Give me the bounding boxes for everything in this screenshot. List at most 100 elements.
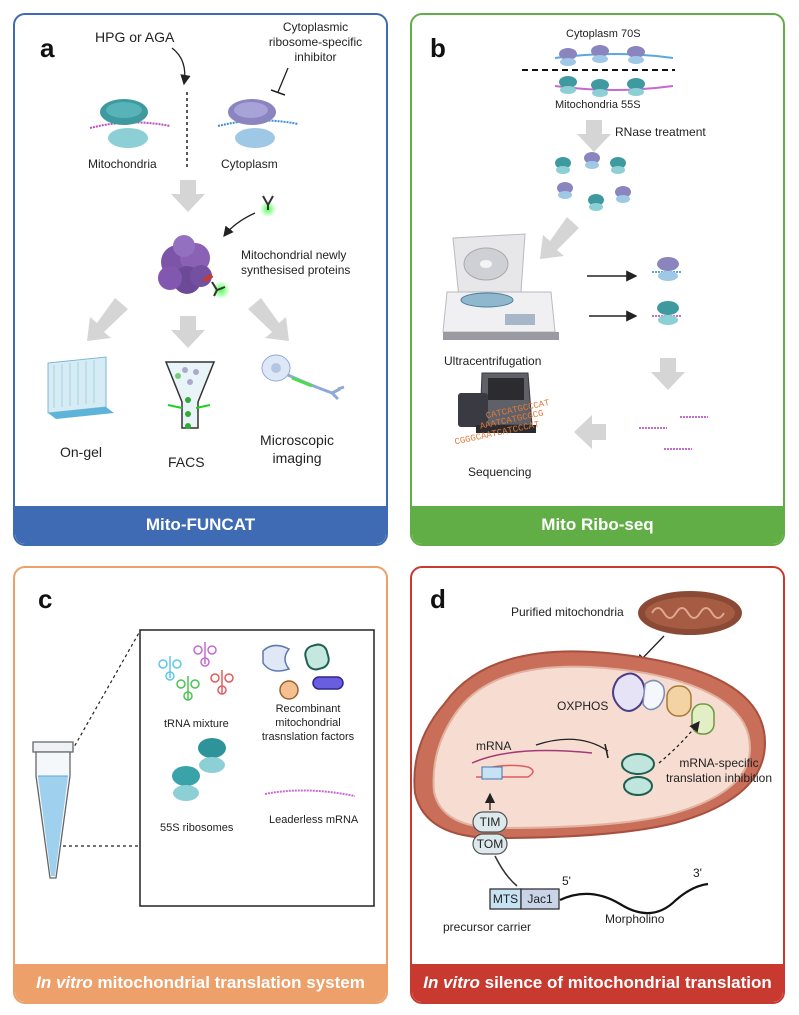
oxphos-icon	[612, 672, 715, 735]
footprints-icon	[639, 416, 708, 450]
to-centrifuge-arrow	[540, 217, 579, 259]
carrier-label: precursor carrier	[443, 920, 532, 934]
ribosomes-label: 55S ribosomes	[160, 822, 234, 834]
jac1-box	[520, 888, 560, 910]
factors-line-2: mitochondrial	[275, 716, 341, 729]
factors-line-1: Recombinant	[275, 703, 341, 715]
morpholino-label: Morpholino	[605, 912, 665, 926]
imaging-label: Microscopic imaging	[252, 432, 342, 467]
inhibitor-line-1: Cytoplasmic	[282, 20, 349, 34]
proteins-label: Mitochondrial newly synthesised proteins	[241, 248, 350, 278]
gel-icon	[47, 356, 114, 419]
jac1-label: Jac1	[527, 892, 553, 906]
leaderless-mrna-icon	[264, 789, 356, 797]
down-arrow-1	[171, 180, 205, 212]
panel-d-banner-rest: silence of mitochondrial translation	[479, 973, 772, 992]
purified-mitochondrion-icon	[638, 591, 742, 635]
panel-b-label: b	[430, 33, 446, 63]
antibody-icon	[260, 195, 276, 217]
imaging-line-2: imaging	[272, 449, 322, 466]
three-prime-label: 3'	[693, 866, 702, 880]
zoom-line-top	[56, 630, 141, 778]
inhibition-label: mRNA-specific translation inhibition	[660, 756, 778, 786]
mitochondria-label: Mitochondria	[88, 157, 157, 171]
imaging-line-1: Microscopic	[260, 432, 334, 448]
centrifuge-icon	[442, 233, 559, 340]
footprint-arrow	[651, 358, 685, 390]
inhibitor-line-3: inhibitor	[294, 50, 337, 64]
panel-c-label: c	[38, 584, 53, 614]
test-tube-icon	[32, 741, 74, 879]
trna-label: tRNA mixture	[164, 718, 229, 730]
panel-d-graphics	[413, 591, 767, 915]
isolated-55s-icon	[652, 301, 682, 325]
proteins-line-2: synthesised proteins	[241, 263, 351, 277]
purified-label: Purified mitochondria	[511, 605, 624, 619]
facs-icon	[164, 361, 216, 429]
morpholino-strand	[559, 882, 709, 915]
inhibition-line	[535, 738, 609, 752]
tom-complex	[472, 833, 508, 855]
mito-ribosome-icon	[89, 99, 171, 148]
blocked-ribosome-icon	[621, 753, 655, 796]
inhibitor-line-2: ribosome-specific	[268, 35, 363, 49]
sequencer-icon	[458, 372, 536, 433]
reagent-label: HPG or AGA	[95, 29, 175, 45]
trna-icon	[158, 642, 234, 701]
inset-box	[139, 629, 375, 907]
translation-factors-icon	[262, 643, 344, 700]
mrna-label-d: mRNA	[476, 739, 512, 753]
panel-b-graphics	[442, 45, 708, 450]
mito-55s-label: Mitochondria 55S	[555, 99, 641, 111]
panel-c-banner-rest: mitochondrial translation system	[92, 973, 365, 992]
panel-c-banner-italic: In vitro	[36, 973, 93, 992]
panel-b-banner: Mito Ribo-seq	[412, 506, 783, 544]
panel-d-label: d	[430, 584, 446, 614]
ribosomes-55s-icon-c	[172, 738, 226, 801]
protein-icon	[158, 235, 230, 299]
isolated-70s-icon	[652, 257, 682, 281]
panel-d-banner: In vitro silence of mitochondrial transl…	[412, 964, 783, 1002]
facs-label: FACS	[168, 454, 205, 470]
rnase-label: RNase treatment	[615, 125, 706, 139]
carrier-link	[494, 855, 518, 887]
cyto-ribosome-icon	[217, 99, 299, 148]
panel-b: Mito Ribo-seq	[410, 13, 785, 546]
reagent-arrow	[171, 47, 191, 86]
cytoplasm-label: Cytoplasm	[221, 157, 278, 171]
arrow-center	[171, 316, 205, 348]
sequencing-label: Sequencing	[468, 465, 532, 479]
cytoplasm-70s-label: Cytoplasm 70S	[566, 28, 641, 40]
panel-c-graphics	[32, 629, 375, 907]
panel-d-banner-italic: In vitro	[423, 973, 480, 992]
panel-c-banner: In vitro mitochondrial translation syste…	[15, 964, 386, 1002]
ribosomes-70s-icon	[559, 45, 645, 66]
panel-a-graphics	[47, 47, 345, 429]
to-sequencer-arrow	[574, 415, 606, 449]
oxphos-label: OXPHOS	[557, 699, 609, 713]
factors-label: Recombinant mitochondrial trasnslation f…	[253, 703, 363, 744]
factors-line-3: trasnslation factors	[261, 730, 355, 743]
mrna-icon	[471, 749, 593, 780]
panel-a-banner: Mito-FUNCAT	[15, 506, 386, 544]
arrow-left	[87, 298, 128, 341]
rnase-arrow	[577, 120, 611, 152]
panel-a-label: a	[40, 33, 55, 63]
inhibition-line-1: mRNA-specific	[679, 756, 759, 770]
tim-label: TIM	[479, 815, 501, 829]
inhibitor-label: Cytoplasmic ribosome-specific inhibitor	[258, 20, 373, 65]
proteins-line-1: Mitochondrial newly	[241, 248, 347, 262]
arrow-right	[248, 298, 289, 341]
antibody-arrow	[223, 212, 256, 238]
on-gel-label: On-gel	[60, 444, 103, 460]
five-prime-label: 5'	[562, 874, 571, 888]
digested-ribosomes-icon	[555, 152, 631, 211]
tom-label: TOM	[476, 837, 504, 851]
mts-label: MTS	[492, 892, 519, 906]
inhibitor-line	[277, 67, 289, 93]
inhibition-line-2: translation inhibition	[665, 771, 773, 785]
panel-a: Mito-FUNCAT	[13, 13, 388, 546]
mrna-label: Leaderless mRNA	[269, 814, 359, 826]
